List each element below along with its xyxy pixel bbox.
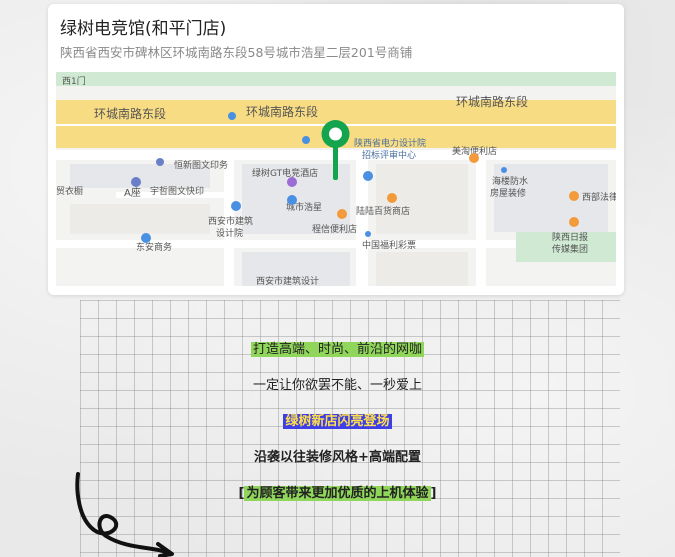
building-icon bbox=[141, 233, 151, 243]
poi-hengxin: 恒新图文印务 bbox=[174, 159, 228, 171]
store-address: 陕西省西安市碑林区环城南路东段58号城市浩星二层201号商铺 bbox=[60, 45, 413, 60]
poi-meixiang: 美淘便利店 bbox=[452, 145, 497, 157]
gate-label: 西1门 bbox=[62, 75, 86, 87]
poi-sheji: 设计院 bbox=[216, 227, 243, 239]
poi-dot bbox=[365, 231, 371, 237]
park-area bbox=[56, 72, 616, 86]
poi-xibu: 西部法律 bbox=[582, 191, 616, 203]
road-label-1: 环城南路东段 bbox=[94, 106, 166, 121]
building-icon bbox=[231, 201, 241, 211]
squiggle-arrow-decoration bbox=[75, 472, 174, 557]
poi-yuzhe: 宇哲图文快印 bbox=[150, 185, 204, 197]
poi-lushu-hotel: 绿树GT电竞酒店 bbox=[252, 167, 318, 179]
poi-ribao: 陕西日报 bbox=[552, 231, 588, 243]
store-name: 绿树电竞馆(和平门店) bbox=[60, 19, 227, 39]
poi-maoyi: 贸衣橱 bbox=[56, 185, 83, 197]
promo-line-3: 绿树新店闪亮登场 bbox=[283, 414, 392, 429]
road-upper bbox=[56, 100, 616, 124]
poi-jianzhu: 西安市建筑 bbox=[208, 215, 253, 227]
poi-jianzhu2: 西安市建筑设计 bbox=[256, 275, 319, 286]
building-icon bbox=[287, 195, 297, 205]
map-view[interactable]: 环城南路东段 环城南路东段 环城南路东段 西1门 陕西省电力设计院 招标评审中心… bbox=[56, 72, 616, 286]
green-area bbox=[516, 232, 616, 262]
poi-chengxin: 程信便利店 bbox=[312, 223, 357, 235]
building-icon bbox=[131, 177, 141, 187]
shop-icon bbox=[387, 193, 397, 203]
shop-icon bbox=[337, 209, 347, 219]
poi-chuanmei: 传媒集团 bbox=[552, 243, 588, 255]
poi-fuli: 中国福利彩票 bbox=[362, 239, 416, 251]
shop-icon bbox=[569, 191, 579, 201]
road-label-2: 环城南路东段 bbox=[246, 104, 318, 119]
promo-line-1: 打造高端、时尚、前沿的网咖 bbox=[250, 342, 424, 357]
poi-power: 陕西省电力设计院 bbox=[354, 137, 426, 149]
parking-icon bbox=[363, 171, 373, 181]
promo-line-4: 沿袭以往装修风格+高端配置 bbox=[254, 450, 421, 465]
poi-haitie: 海楼防水 bbox=[492, 175, 528, 187]
poi-dongan: 东安商务 bbox=[136, 241, 172, 253]
bus-stop-icon bbox=[302, 136, 310, 144]
poi-dot bbox=[501, 167, 507, 173]
shop-icon bbox=[469, 153, 479, 163]
shop-icon bbox=[569, 217, 579, 227]
promo-line-2: 一定让你欲罢不能、一秒爱上 bbox=[252, 378, 422, 393]
poi-chengshi: 城市浩星 bbox=[286, 201, 322, 213]
poi-azuo: A座 bbox=[124, 186, 141, 199]
location-pin-icon[interactable] bbox=[321, 120, 350, 180]
poi-bid: 招标评审中心 bbox=[362, 149, 416, 161]
poi-fangwu: 房屋装修 bbox=[490, 187, 526, 199]
promo-line-5: [为顾客带来更加优质的上机体验] bbox=[238, 486, 437, 501]
road-label-3: 环城南路东段 bbox=[456, 94, 528, 109]
building-icon bbox=[156, 158, 164, 166]
location-card[interactable]: 绿树电竞馆(和平门店) 陕西省西安市碑林区环城南路东段58号城市浩星二层201号… bbox=[48, 4, 624, 295]
bus-stop-icon bbox=[228, 112, 236, 120]
poi-lulu: 陆陆百货商店 bbox=[356, 205, 410, 217]
hotel-icon bbox=[287, 177, 297, 187]
